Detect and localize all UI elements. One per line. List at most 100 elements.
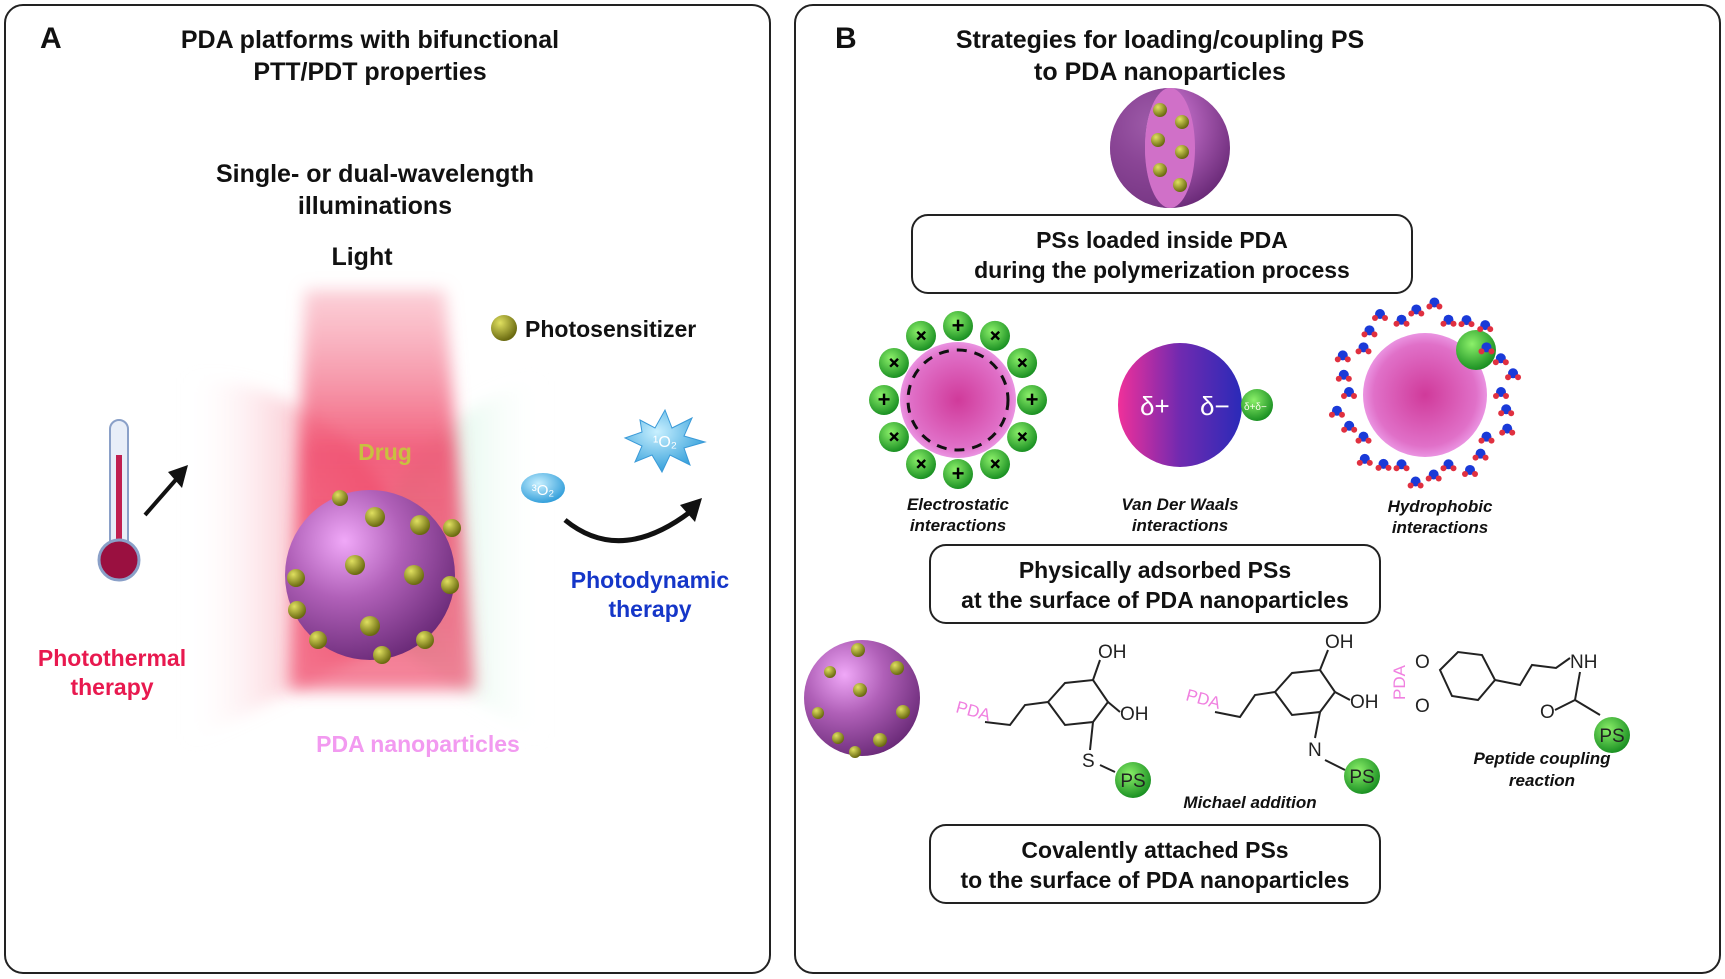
amide-structure: PDA O O NH O PS [1390, 650, 1630, 753]
oxygen-label: O [1415, 652, 1430, 673]
water-molecule-icon [1341, 387, 1357, 399]
pda-nanoparticle [285, 490, 461, 664]
reaction-arrowhead [680, 498, 702, 522]
box-covalently-attached [929, 824, 1381, 904]
triplet-oxygen-label: ³O₂ [532, 482, 555, 499]
water-molecule-icon [1425, 469, 1442, 482]
drug-label: Drug [358, 439, 412, 465]
covalent-nanoparticle [804, 640, 920, 758]
water-molecule-icon [1334, 350, 1351, 363]
ptt-label-line1: Photothermal [38, 645, 186, 671]
water-molecule-icon [1499, 423, 1516, 436]
positive-charge-sphere [943, 311, 973, 341]
thermometer-icon [97, 419, 188, 582]
plus-sign-icon: + [952, 313, 965, 338]
water-molecule-icon [1426, 297, 1443, 310]
box1-line1: PSs loaded inside PDA [1036, 227, 1288, 253]
van-der-waals-diagram [1118, 343, 1273, 467]
plus-sign-icon: + [952, 461, 965, 486]
reaction-arrow [563, 510, 692, 544]
positive-charge-sphere [906, 320, 936, 351]
water-molecule-icon [1375, 458, 1392, 471]
panel-a-subtitle-line1: Single- or dual-wavelength [216, 160, 534, 188]
electrostatic-label-line2: interactions [910, 516, 1006, 535]
pda-tag: PDA [1390, 664, 1409, 700]
water-molecule-icon [1408, 304, 1425, 317]
panel-b-letter: B [835, 22, 857, 55]
water-molecule-icon [1478, 431, 1495, 444]
delta-small: δ+δ− [1244, 402, 1267, 413]
water-molecule-icon [1458, 315, 1475, 328]
oxygen-label: O [1540, 702, 1555, 723]
water-molecule-icon [1472, 448, 1489, 461]
ps-label: PS [1599, 726, 1624, 747]
box2-line1: Physically adsorbed PSs [1019, 557, 1291, 583]
water-molecule-icon [1393, 459, 1410, 472]
amine-adduct-structure: PDA OH OH N PS [1184, 632, 1380, 794]
positive-charge-sphere [906, 449, 936, 480]
water-molecule-icon [1498, 404, 1515, 417]
water-molecule-icon [1355, 431, 1372, 444]
electrostatic-label-line1: Electrostatic [907, 495, 1010, 514]
water-molecule-icon [1492, 353, 1509, 366]
water-molecule-icon [1372, 309, 1388, 322]
positive-charge-sphere [869, 385, 899, 415]
loaded-nanoparticle [1110, 88, 1230, 208]
box2-line2: at the surface of PDA nanoparticles [961, 587, 1349, 613]
water-molecule-icon [1478, 342, 1495, 355]
water-molecule-icon [1477, 320, 1494, 333]
panel-a-title-line2: PTT/PDT properties [253, 58, 486, 86]
delta-minus: δ− [1200, 391, 1230, 421]
ps-label: PS [1120, 771, 1145, 792]
panel-b-title-line1: Strategies for loading/coupling PS [956, 26, 1364, 54]
nh-label: NH [1570, 652, 1597, 673]
oh-label: OH [1098, 642, 1127, 663]
peptide-label-line2: reaction [1509, 771, 1575, 790]
water-molecule-icon [1341, 420, 1358, 433]
panel-b-title-line2: to PDA nanoparticles [1034, 58, 1286, 86]
vdw-label-line1: Van Der Waals [1121, 495, 1238, 514]
positive-charge-sphere [980, 449, 1010, 480]
sulfur-label: S [1082, 751, 1095, 772]
water-molecule-icon [1335, 369, 1352, 382]
water-molecule-icon [1505, 368, 1522, 381]
box-physically-adsorbed [929, 544, 1381, 624]
water-molecule-icon [1462, 464, 1478, 477]
panel-a-letter: A [40, 22, 62, 55]
water-molecule-icon [1361, 325, 1378, 338]
water-molecule-icon [1355, 342, 1372, 355]
nitrogen-label: N [1308, 740, 1322, 761]
water-molecule-icon [1440, 459, 1457, 472]
panel-a-title-line1: PDA platforms with bifunctional [181, 26, 559, 54]
pdt-label-line2: therapy [608, 596, 691, 622]
water-molecule-icon [1393, 314, 1410, 327]
positive-charge-sphere [943, 459, 973, 489]
oh-label: OH [1350, 692, 1379, 713]
water-molecule-icon [1356, 453, 1373, 466]
pdt-label-line1: Photodynamic [571, 567, 730, 593]
plus-sign-icon: + [878, 387, 891, 412]
hydrophobic-diagram [1328, 297, 1522, 489]
panel-b: B Strategies for loading/coupling PS to … [794, 4, 1721, 974]
light-label: Light [331, 243, 393, 271]
positive-charge-sphere [878, 348, 909, 378]
photosensitizer-legend-icon [491, 315, 517, 341]
nanoparticle-label: PDA nanoparticles [316, 731, 520, 757]
delta-plus: δ+ [1140, 391, 1170, 421]
hydrophobic-label-line2: interactions [1392, 518, 1488, 537]
hydrophobic-label-line1: Hydrophobic [1388, 497, 1493, 516]
oxygen-label: O [1415, 696, 1430, 717]
water-molecule-icon [1493, 387, 1509, 399]
electrostatic-diagram: ++++++++++++ [869, 311, 1047, 489]
box3-line1: Covalently attached PSs [1021, 837, 1288, 863]
positive-charge-sphere [980, 320, 1010, 351]
oh-label: OH [1120, 704, 1149, 725]
michael-addition-label: Michael addition [1183, 793, 1316, 812]
thiol-adduct-structure: PDA OH OH S PS [954, 642, 1151, 798]
photosensitizer-label: Photosensitizer [525, 316, 696, 342]
water-molecule-icon [1440, 314, 1457, 327]
water-molecule-icon [1328, 405, 1345, 418]
singlet-oxygen-icon [623, 408, 707, 474]
box-loaded-inside [911, 214, 1413, 294]
